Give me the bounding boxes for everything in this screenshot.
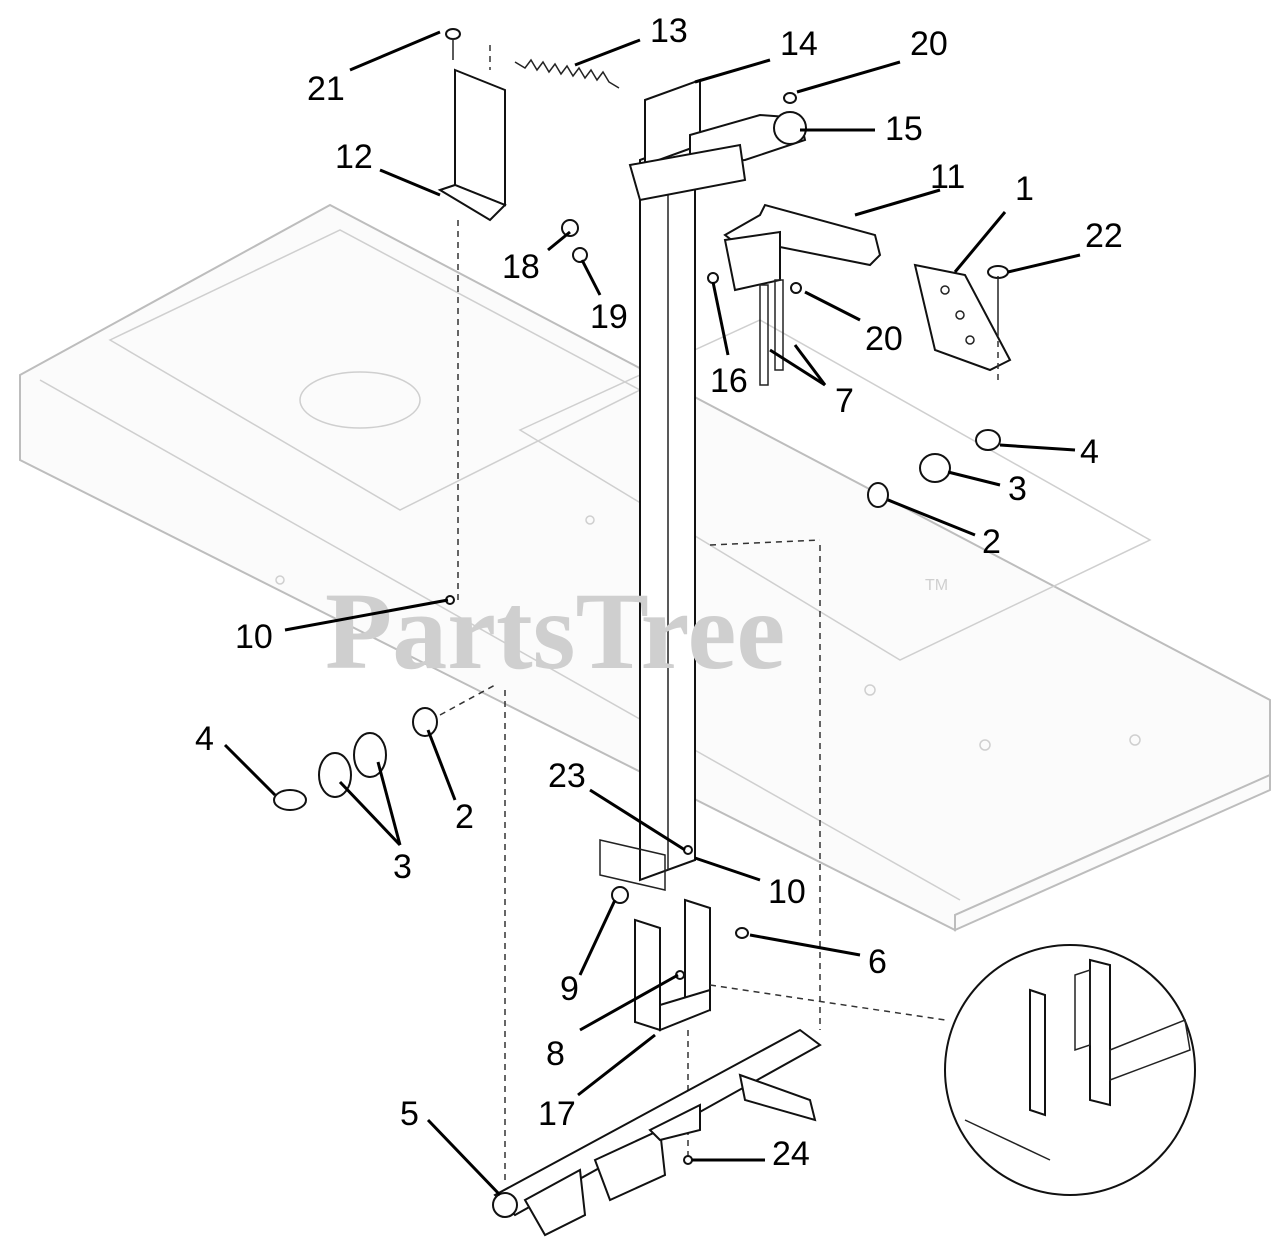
callout-label: 6	[868, 943, 887, 981]
callout-label: 2	[982, 523, 1001, 561]
lower-brackets	[599, 839, 711, 1032]
callout-label: 22	[1085, 217, 1123, 255]
callout-label: 16	[710, 362, 748, 400]
callout-label: 19	[590, 298, 628, 336]
detail-inset	[944, 944, 1196, 1196]
callout-label: 23	[548, 757, 586, 795]
callout-label: 4	[1080, 433, 1099, 471]
callout-label: 21	[307, 70, 345, 108]
callout-label: 24	[772, 1135, 810, 1173]
callout-label: 12	[335, 138, 373, 176]
callout-label: 13	[650, 12, 688, 50]
handle-11	[723, 203, 882, 292]
callout-label: 10	[768, 873, 806, 911]
callout-label: 3	[393, 848, 412, 886]
watermark-tm: TM	[925, 577, 948, 594]
callout-label: 9	[560, 970, 579, 1008]
lower-axle-5	[492, 1028, 822, 1237]
upper-lever-assembly	[628, 111, 807, 202]
leader-lines	[223, 30, 1081, 1197]
callout-label: 14	[780, 25, 818, 63]
callout-label: 8	[546, 1035, 565, 1073]
callout-labels: 13 14 20 21 15 12 11 1 22 18 19 20 16 7 …	[195, 12, 1123, 1173]
callout-label: 1	[1015, 170, 1034, 208]
plate-1	[913, 263, 1012, 372]
callout-label: 4	[195, 720, 214, 758]
spring-13	[514, 58, 620, 89]
callout-label: 2	[455, 798, 474, 836]
washers-right	[867, 429, 1001, 508]
bracket-12	[437, 45, 507, 600]
watermark: PartsTree	[325, 570, 785, 692]
callout-label: 20	[910, 25, 948, 63]
small-hardware	[445, 28, 802, 1165]
callout-label: 15	[885, 110, 923, 148]
dashed-guides	[504, 539, 946, 1185]
callout-label: 17	[538, 1095, 576, 1133]
callout-label: 3	[1008, 470, 1027, 508]
callout-label: 10	[235, 618, 273, 656]
pins-7	[759, 279, 784, 386]
vertical-shaft	[639, 78, 701, 882]
callout-label: 5	[400, 1095, 419, 1133]
callout-label: 20	[865, 320, 903, 358]
callout-label: 18	[502, 248, 540, 286]
callout-label: 11	[930, 158, 965, 196]
callout-label: 7	[835, 382, 854, 420]
